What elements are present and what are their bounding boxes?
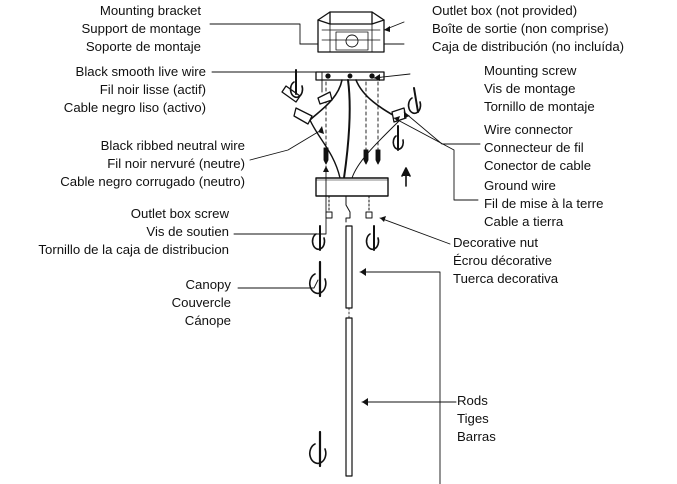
rotation-arrows	[289, 69, 422, 468]
label-outlet-box-screw: Outlet box screw Vis de soutien Tornillo…	[38, 206, 229, 257]
wire-connectors	[281, 85, 407, 125]
leader-lines	[209, 21, 481, 484]
label-wire-connector: Wire connector Connecteur de fil Conecto…	[484, 122, 592, 173]
label-decorative-nut: Decorative nut Écrou décorative Tuerca d…	[453, 235, 559, 286]
mounting-screws	[363, 81, 381, 165]
label-mounting-bracket: Mounting bracket Support de montage Sopo…	[81, 3, 201, 54]
label-outlet-box: Outlet box (not provided) Boîte de sorti…	[432, 3, 625, 54]
label-mounting-screw: Mounting screw Vis de montage Tornillo d…	[484, 63, 595, 114]
leader-arrowheads	[318, 26, 410, 406]
rods	[345, 195, 353, 477]
label-live-wire: Black smooth live wire Fil noir lisse (a…	[63, 64, 206, 115]
mounting-bracket	[315, 71, 385, 81]
label-ground-wire: Ground wire Fil de mise à la terre Cable…	[484, 178, 604, 229]
decorative-nuts	[325, 195, 373, 219]
outlet-box	[299, 11, 405, 53]
label-neutral-wire: Black ribbed neutral wire Fil noir nervu…	[60, 138, 245, 189]
fixture-wires	[309, 79, 401, 179]
label-rods: Rods Tiges Barras	[457, 393, 496, 444]
canopy	[315, 177, 389, 197]
label-canopy: Canopy Couvercle Cánope	[171, 277, 231, 328]
